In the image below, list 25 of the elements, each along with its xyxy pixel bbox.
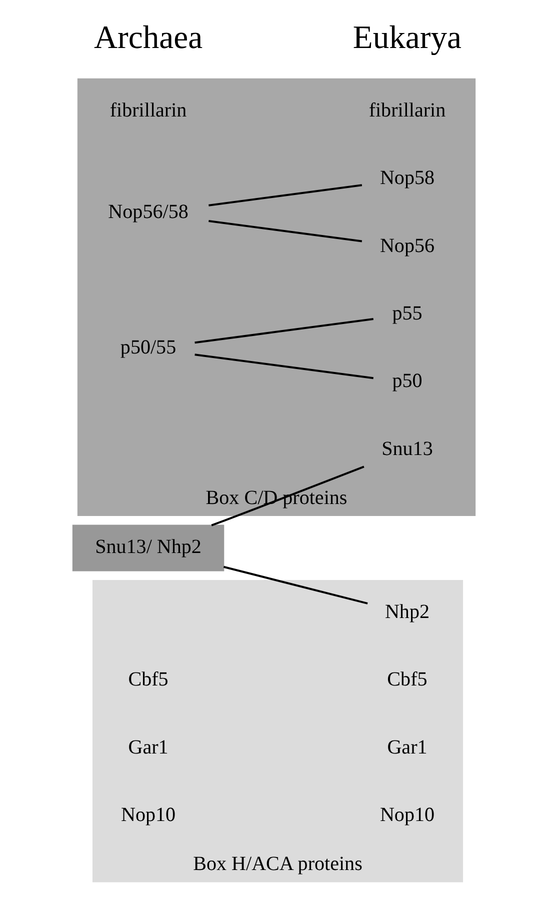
node-text: Nop58 bbox=[379, 166, 434, 189]
node-text: Nop56/58 bbox=[108, 200, 188, 222]
node-text: fibrillarin bbox=[109, 98, 186, 121]
connector bbox=[208, 219, 362, 242]
node-text: Snu13 bbox=[381, 437, 432, 460]
label: Eukarya bbox=[352, 20, 462, 56]
node-text: Nhp2 bbox=[384, 600, 430, 622]
connector bbox=[194, 353, 373, 379]
connector bbox=[194, 318, 373, 344]
node-box: Snu13/ Nhp2 bbox=[72, 524, 224, 571]
node-text: Cbf5 bbox=[128, 668, 168, 690]
node-text: fibrillarin bbox=[368, 98, 446, 121]
node-text: Gar1 bbox=[386, 736, 427, 758]
node-text: p50 bbox=[392, 370, 422, 392]
connector bbox=[222, 565, 368, 604]
node-text: p55 bbox=[392, 302, 422, 324]
node-text: Cbf5 bbox=[386, 668, 427, 690]
node-text: Nop56 bbox=[379, 234, 434, 256]
node-text: Nop10 bbox=[379, 804, 434, 826]
node-text: Gar1 bbox=[128, 736, 168, 758]
node-text: p50/55 bbox=[120, 336, 176, 358]
connector bbox=[210, 465, 364, 526]
connector bbox=[208, 184, 362, 206]
node-text: Nop10 bbox=[120, 804, 176, 826]
label: Archaea bbox=[93, 20, 202, 56]
